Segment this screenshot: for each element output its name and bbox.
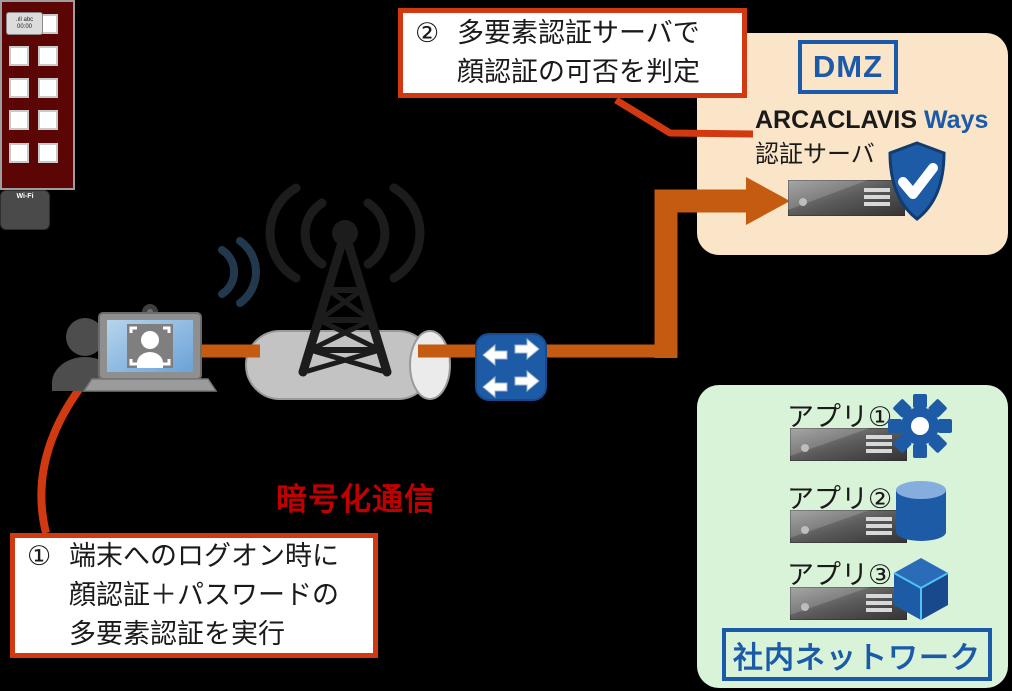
step1-line1: 端末へのログオン時に [69, 541, 339, 571]
auth-server-icon [788, 180, 905, 216]
shield-check-icon [888, 141, 946, 221]
app3-server-icon [790, 587, 907, 620]
auth-server-subtitle: 認証サーバ [755, 141, 875, 168]
wifi-router-screen: .ıll abc 00:00 [6, 12, 43, 35]
wifi-signal-arcs-icon [218, 237, 260, 307]
product-name: Ways [924, 106, 989, 134]
network-switch-icon [475, 333, 547, 401]
callout1-connector-line [37, 385, 84, 534]
wifi-router-label: Wi-Fi [16, 193, 34, 200]
dmz-zone-label: DMZ [798, 40, 898, 94]
callout-step2: ② 多要素認証サーバで 顔認証の可否を判定 [398, 8, 747, 98]
step1-number: ① [27, 541, 52, 571]
wifi-router-icon: Wi-Fi .ıll abc 00:00 [0, 12, 50, 230]
cube-icon [893, 558, 949, 620]
step2-line1: 多要素認証サーバで [457, 18, 700, 48]
database-icon [896, 481, 946, 541]
app2-server-icon [790, 510, 907, 543]
gear-icon [888, 394, 952, 458]
app3-label: アプリ③ [787, 560, 893, 590]
callout-step1: ① 端末へのログオン時に 顔認証＋パスワードの 多要素認証を実行 [10, 533, 378, 658]
step2-line2: 顔認証の可否を判定 [457, 57, 700, 87]
encrypted-comm-label: 暗号化通信 [276, 482, 436, 517]
step1-line2: 顔認証＋パスワードの [69, 580, 339, 610]
laptop-face-auth-icon [82, 304, 218, 392]
tower-signal-arcs-icon [265, 183, 425, 283]
callout2-connector-line [614, 97, 754, 138]
app1-label: アプリ① [787, 402, 893, 432]
brand-name: ARCACLAVIS [755, 106, 918, 134]
office-building-icon [0, 0, 75, 190]
step2-number: ② [415, 18, 440, 48]
uplink-arrow-head [746, 177, 790, 225]
internal-network-label: 社内ネットワーク [722, 628, 992, 681]
face-frame-brackets [129, 326, 171, 366]
app1-server-icon [790, 428, 907, 461]
app2-label: アプリ② [787, 484, 893, 514]
radio-tower-icon [298, 220, 392, 377]
uplink-arrow-shaft [654, 189, 748, 358]
auth-server-title: ARCACLAVIS Ways [755, 106, 988, 135]
step1-line3: 多要素認証を実行 [69, 619, 285, 649]
